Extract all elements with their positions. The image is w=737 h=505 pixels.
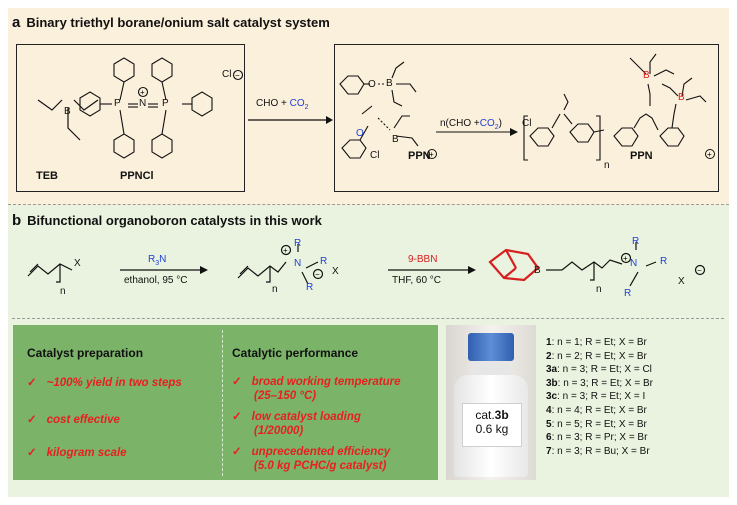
perf-item-1: ✓low catalyst loading(1/20000) [232,411,361,437]
catalyst-list: 1: n = 1; R = Et; X = Br 2: n = 2; R = E… [546,336,653,458]
svg-text:+: + [429,150,434,159]
teb-ppncl-structures: + − [37,57,243,159]
teb-boron: B [64,106,71,117]
teb-label: TEB [36,170,58,182]
panel-b-divider [12,318,724,319]
perf-item-0: ✓broad working temperature(25–150 °C) [232,376,401,402]
features-box [13,325,438,480]
polymer-n: n [604,160,610,171]
n-atom: N [139,98,147,109]
ppncl-label: PPNCl [120,170,154,182]
bottle-cap [468,333,514,361]
catalyst-item: 3c: n = 3; R = Et; X = I [546,391,646,403]
product-b: B [534,265,541,276]
catalyst-item: 5: n = 5; R = Et; X = Br [546,418,647,430]
carbonate-b: B [392,134,399,145]
mechanism-box [334,44,719,192]
reagents-box [16,44,245,192]
catalyst-item: 6: n = 3; R = Pr; X = Br [546,432,648,444]
n-step-label: n(CHO +CO2) [440,118,502,131]
x-label-1: X [74,258,81,269]
bottle-neck [472,361,510,375]
step2-conditions: THF, 60 °C [392,275,442,286]
carbonate-o: O [356,128,364,139]
product-r1: R [632,236,640,247]
svg-text:+: + [623,254,628,263]
ppn-cation-2: PPN [630,150,653,162]
ammonium-n: N [294,258,302,269]
perf-title: Catalytic performance [232,346,359,360]
prep-item-2: ✓kilogram scale [27,447,127,459]
synthesis-scheme: + − + − [27,242,706,287]
polymer-b-2: B [678,92,685,103]
product-r3: R [624,288,632,299]
svg-text:+: + [140,88,145,97]
catalyst-item: 3a: n = 3; R = Et; X = Cl [546,364,652,376]
epoxide-b: B [386,78,393,89]
prep-title: Catalyst preparation [27,346,144,360]
bottle-label: cat.3b 0.6 kg [462,403,522,447]
carbonate-cl: Cl [370,150,380,161]
step2-reagent: 9-BBN [408,254,438,265]
ammonium-r1: R [294,238,302,249]
catalyst-item: 1: n = 1; R = Et; X = Br [546,337,647,348]
arrow-1-label: CHO + CO2 [256,98,309,111]
catalyst-item: 3b: n = 3; R = Et; X = Br [546,377,653,389]
ammonium-r2: R [320,256,328,267]
catalyst-item: 7: n = 3; R = Bu; X = Br [546,445,650,457]
arrow-1 [248,116,333,124]
polymer-cl: Cl [522,118,532,129]
n-label-1: n [60,286,66,297]
svg-text:−: − [235,71,240,80]
polymer-b-1: B [643,70,650,81]
svg-text:+: + [707,150,712,159]
svg-text:+: + [283,246,288,255]
epoxide-o: O [368,79,376,90]
ppn-cation-1: PPN [408,150,431,162]
bottle-photo: cat.3b 0.6 kg [446,325,536,480]
svg-text:−: − [697,266,702,275]
n-label-3: n [596,284,602,295]
catalyst-item: 4: n = 4; R = Et; X = Br [546,404,647,416]
step1-conditions: ethanol, 95 °C [124,275,188,286]
prep-item-0: ✓~100% yield in two steps [27,377,182,389]
mechanism-structures: + + [339,53,715,161]
product-n: N [630,258,638,269]
prep-item-1: ✓cost effective [27,414,120,426]
product-r2: R [660,256,668,267]
ammonium-r3: R [306,282,314,293]
chloride: Cl [222,69,232,80]
svg-text:−: − [315,270,320,279]
n-label-2: n [272,284,278,295]
p-atom-right: P [162,98,169,109]
x-label-2: X [332,266,339,277]
step1-reagent: R3N [148,254,167,267]
perf-item-2: ✓unprecedented efficiency(5.0 kg PCHC/g … [232,446,391,472]
catalyst-item: 2: n = 2; R = Et; X = Br [546,350,647,362]
p-atom-left: P [114,98,121,109]
x-label-3: X [678,276,685,287]
features-divider [222,330,223,476]
